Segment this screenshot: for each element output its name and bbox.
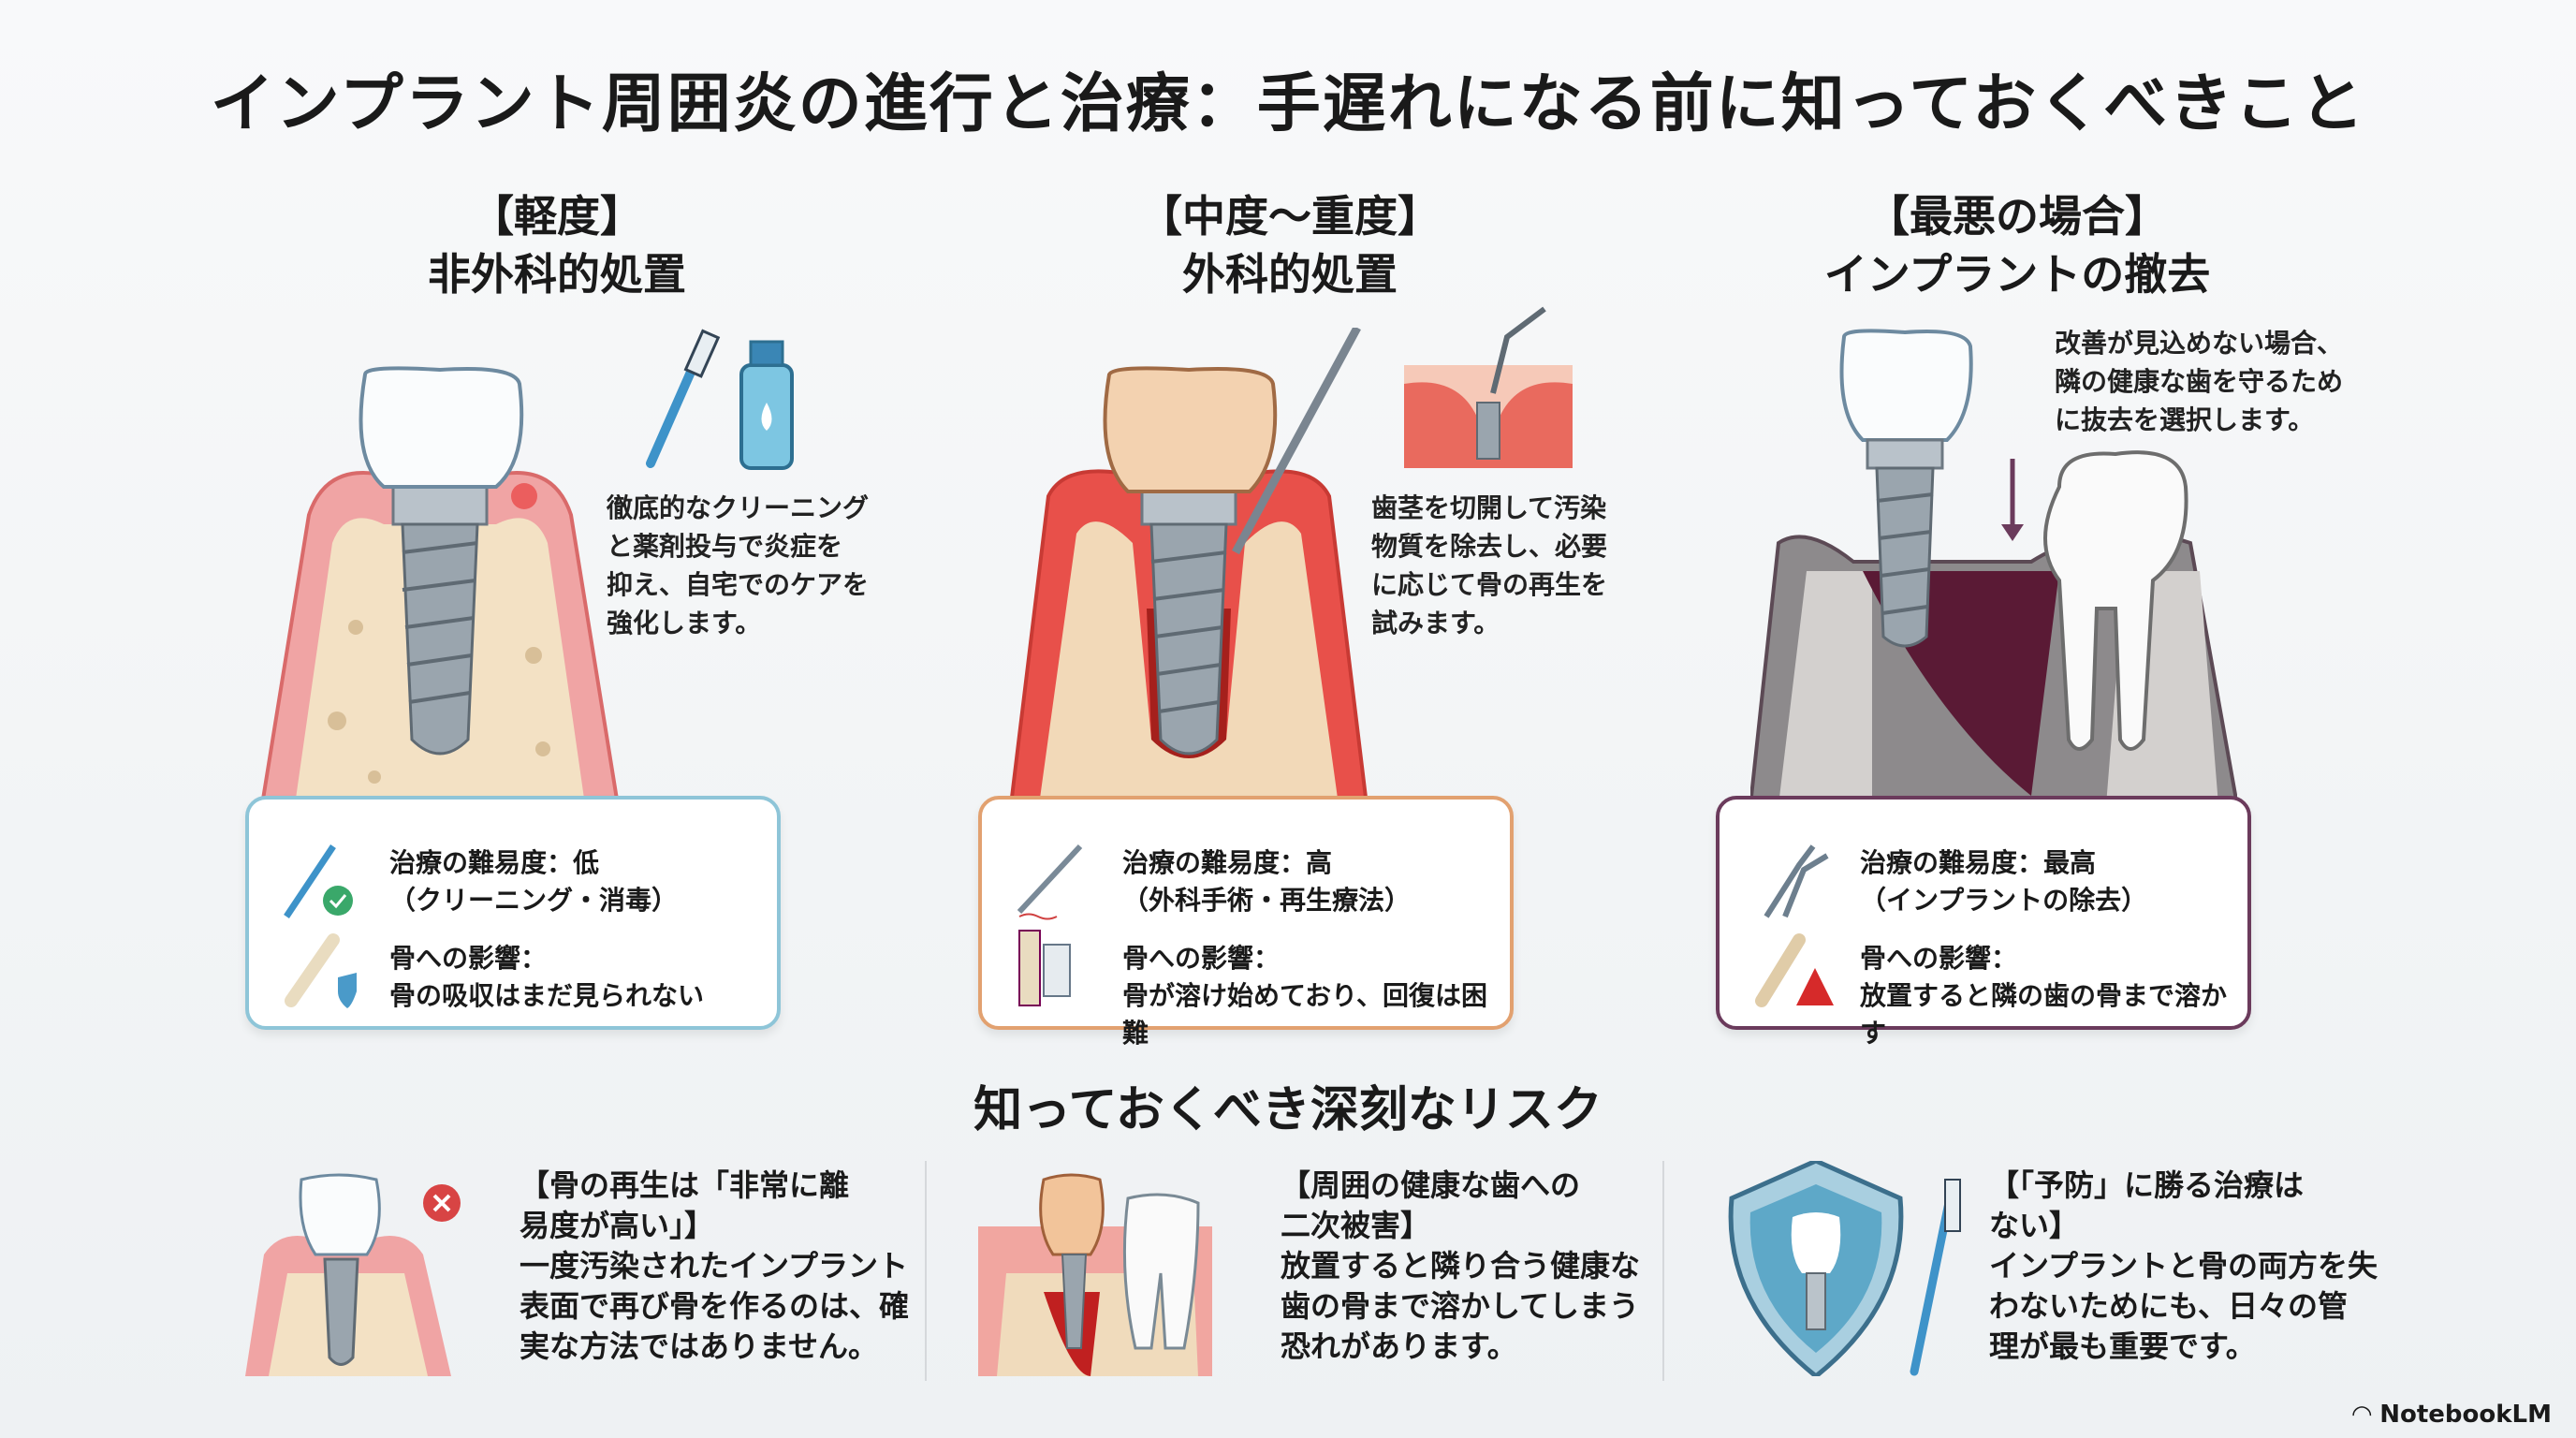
difficulty-detail: （インプラントの除去） [1860,885,2148,916]
stage-name: インプラントの撤去 [1823,249,2211,300]
gum-surgery-inset-icon [1404,306,1573,468]
moderate-implant-illustration [1008,328,1369,805]
difficulty-detail: （クリーニング・消毒） [389,885,679,916]
divider [1662,1161,1664,1381]
stage-moderate-description: 歯茎を切開して汚染物質を除去し、必要に応じて骨の再生を試みます。 [1371,492,1608,638]
difficulty-label: 治療の難易度：高 [1122,847,1333,878]
toothbrush-check-icon [284,844,353,918]
stage-worst-card: 治療の難易度：最高 （インプラントの除去） 骨への影響： 放置すると隣の歯の骨ま… [1716,796,2251,1049]
stage-worst-description: 改善が見込めない場合、隣の健康な歯を守るために抜去を選択します。 [2055,328,2344,435]
bone-impact-detail: 骨が溶け始めており、回復は困難 [1122,980,1488,1049]
difficulty-label: 治療の難易度：低 [389,847,600,878]
bone-impact-label: 骨への影響： [1122,943,1281,974]
risk-item-prevention: 【「予防」に勝る治療はない】インプラントと骨の両方を失わないためにも、日々の管理… [1989,1167,2378,1364]
divider [925,1161,927,1381]
extraction-forceps-icon [1764,844,1829,918]
risk-section-title: 知っておくべき深刻なリスク [973,1082,1603,1138]
stage-mild-description: 徹底的なクリーニングと薬剤投与で炎症を抑え、自宅でのケアを強化します。 [607,492,870,638]
difficulty-detail: （外科手術・再生療法） [1122,885,1412,916]
bone-impact-detail: 放置すると隣の歯の骨まで溶かす [1860,980,2228,1049]
stage-tag: 【軽度】 [471,191,643,242]
stage-tag: 【最悪の場合】 [1866,191,2168,242]
adjacent-tooth-damage-icon [978,1173,1212,1376]
risk-item-regeneration: 【骨の再生は「非常に離易度が高い」】一度汚染されたインプラント表面で再び骨を作る… [520,1167,910,1364]
bone-impact-detail: 骨の吸収はまだ見られない [389,980,705,1011]
bone-impact-label: 骨への影響： [1860,943,2018,974]
scalpel-icon [1017,844,1083,920]
difficulty-label: 治療の難易度：最高 [1860,847,2097,878]
mild-implant-illustration [259,366,621,805]
stage-moderate-card: 治療の難易度：高 （外科手術・再生療法） 骨への影響： 骨が溶け始めており、回復… [978,796,1514,1049]
stage-name: 外科的処置 [1182,249,1398,300]
failed-bone-regeneration-icon [245,1173,461,1376]
toothbrush-and-mouthwash-icon [646,329,794,470]
risk-item-adjacent-teeth: 【周囲の健康な歯への二次被害】放置すると隣り合う健康な歯の骨まで溶かしてしまう恐… [1281,1167,1641,1364]
stage-moderate-heading: 【中度〜重度】外科的処置 [962,187,1617,303]
notebooklm-logo-icon: ◠ [2352,1401,2380,1429]
worst-case-removal-illustration [1750,329,2237,805]
page-title: インプラント周囲炎の進行と治療：手遅れになる前に知っておくべきこと [210,67,2366,141]
stage-mild-card: 治療の難易度：低 （クリーニング・消毒） 骨への影響： 骨の吸収はまだ見られない [245,796,781,1030]
stage-mild-heading: 【軽度】非外科的処置 [229,187,885,303]
stage-name: 非外科的処置 [428,249,686,300]
notebooklm-watermark: ◠ NotebookLM [2352,1401,2552,1429]
bone-warning-icon [1755,933,1834,1007]
damaged-bone-icon [1018,930,1071,1006]
bone-shield-icon [285,933,357,1008]
prevention-shield-icon [1728,1161,1961,1376]
stage-worst-heading: 【最悪の場合】インプラントの撤去 [1690,187,2345,303]
bone-impact-label: 骨への影響： [389,943,548,974]
stage-tag: 【中度〜重度】 [1139,191,1441,242]
